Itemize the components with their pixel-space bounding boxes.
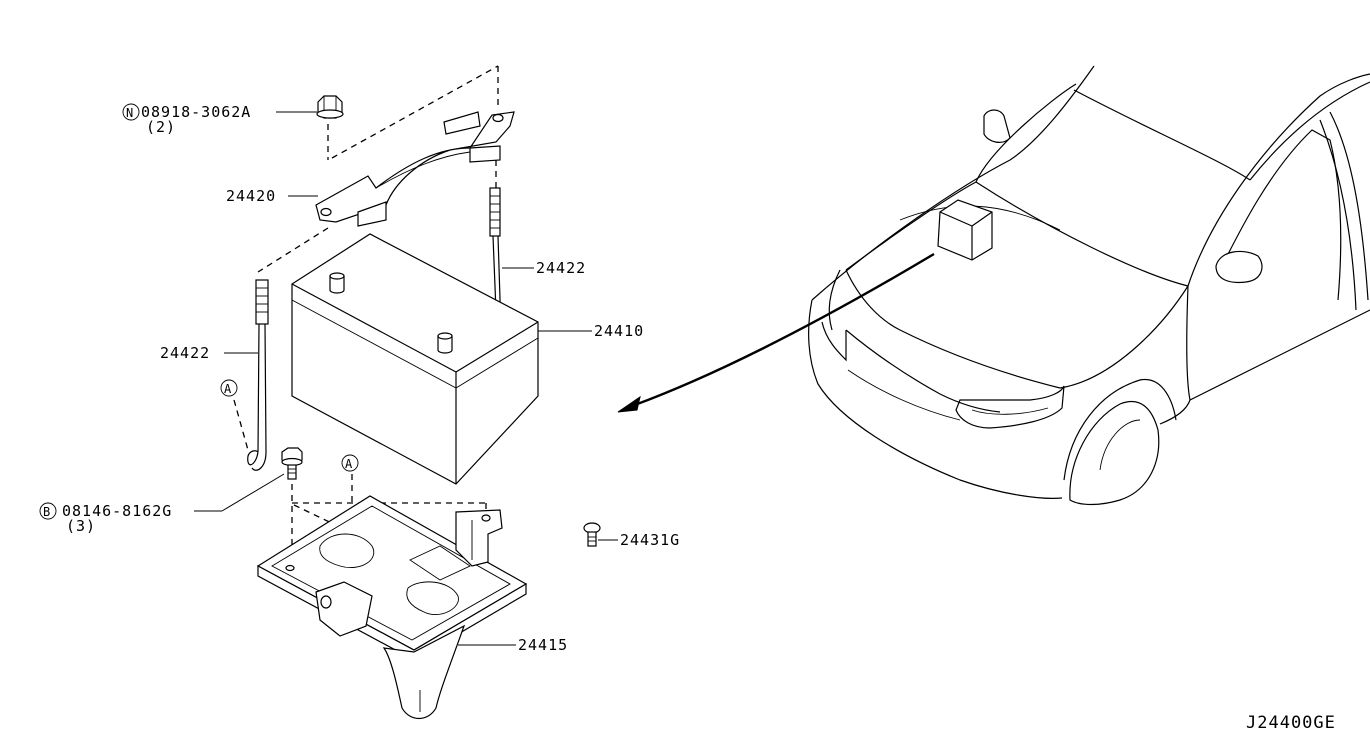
- ref-a-marker-rod: A: [220, 379, 249, 451]
- rod-right-part[interactable]: [489, 187, 511, 379]
- bolt-quantity: (3): [66, 517, 96, 535]
- frame-part-number[interactable]: 24420: [226, 187, 276, 205]
- car-illustration: [808, 65, 1370, 506]
- assembly-dashed-lines-tray: [291, 484, 487, 579]
- nut-quantity: (2): [146, 118, 176, 136]
- bolt-callout[interactable]: B 08146-8162G (3): [39, 502, 172, 535]
- battery-part[interactable]: [291, 233, 539, 485]
- svg-text:A: A: [345, 457, 353, 471]
- nut-part[interactable]: [316, 95, 344, 119]
- nut-part-number: 08918-3062A: [141, 103, 251, 121]
- rod-right-part-number[interactable]: 24422: [536, 259, 586, 277]
- bolt-prefix: B: [43, 505, 51, 519]
- bolt-part[interactable]: [281, 447, 303, 480]
- battery-part-number[interactable]: 24410: [594, 322, 644, 340]
- location-arrow: [617, 252, 935, 413]
- rod-left-part-number[interactable]: 24422: [160, 344, 210, 362]
- tray-part-number[interactable]: 24415: [518, 636, 568, 654]
- assembly-dashed-lines-top: [257, 65, 499, 273]
- rod-left-part[interactable]: [247, 279, 269, 471]
- frame-part[interactable]: [315, 111, 515, 227]
- clip-part-number[interactable]: 24431G: [620, 531, 680, 549]
- clip-part[interactable]: [583, 522, 601, 547]
- tray-part[interactable]: [256, 495, 528, 720]
- nut-prefix: N: [126, 106, 134, 120]
- nut-callout[interactable]: N 08918-3062A (2): [122, 103, 251, 136]
- diagram-code: J24400GE: [1246, 713, 1336, 733]
- bolt-part-number: 08146-8162G: [62, 502, 172, 520]
- svg-text:A: A: [224, 382, 232, 396]
